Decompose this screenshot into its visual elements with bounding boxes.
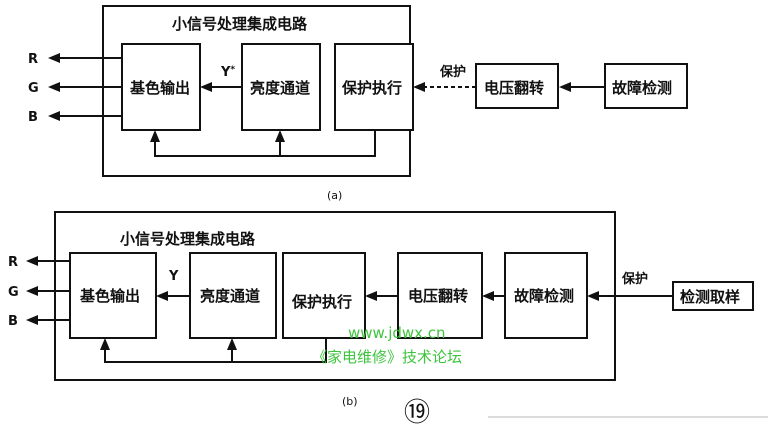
block-base-color-a	[121, 43, 201, 131]
block-base-color-b-label: 基色输出	[79, 287, 140, 305]
fault-to-voltage-arrow-a	[559, 82, 571, 92]
feedback-arrow-a-base	[150, 130, 160, 142]
block-protect-a-label: 保护执行	[341, 79, 402, 97]
diagram-b: 小信号处理集成电路 基色输出 亮度通道 保护执行 电压翻转 故障检测 检测取样 …	[8, 211, 754, 408]
figure-number: ⑲	[404, 398, 430, 428]
block-fault-b	[504, 252, 588, 339]
protect-signal-arrow-a	[413, 82, 425, 92]
feedback-line-b	[104, 338, 327, 363]
signal-y-label-b: Y	[168, 269, 179, 284]
fault-to-voltage-arrow-b	[482, 291, 494, 301]
block-voltage-b-label: 电压翻转	[408, 287, 468, 305]
block-base-color-a-label: 基色输出	[129, 79, 190, 97]
output-r-arrow-b	[26, 256, 38, 266]
output-b-arrow-a	[48, 111, 60, 121]
signal-y-label-a: Y*	[220, 65, 235, 80]
block-sample-b-label: 检测取样	[680, 288, 740, 306]
feedback-arrow-b-base	[100, 338, 110, 350]
diagram-a: 小信号处理集成电路 基色输出 亮度通道 保护执行 电压翻转 故障检测 Y* 保护…	[28, 5, 688, 202]
caption-a: (a)	[327, 189, 342, 202]
ic-title-a: 小信号处理集成电路	[172, 15, 308, 33]
feedback-arrow-a-luma	[275, 130, 285, 142]
block-voltage-a-label: 电压翻转	[484, 79, 544, 97]
block-luma-b	[189, 252, 277, 339]
block-protect-b-label: 保护执行	[291, 293, 352, 311]
protect-signal-arrow-b	[587, 291, 599, 301]
feedback-arrow-b-luma	[227, 338, 237, 350]
output-r-arrow-a	[48, 53, 60, 63]
block-fault-a-label: 故障检测	[612, 79, 672, 97]
signal-y-arrow-b	[156, 291, 168, 301]
watermark-forum: 《家电维修》技术论坛	[312, 348, 462, 366]
protect-signal-label-a: 保护	[439, 64, 466, 80]
output-b-label-b: B	[8, 314, 18, 329]
output-g-label-b: G	[8, 285, 19, 300]
ic-title-b: 小信号处理集成电路	[120, 230, 256, 248]
signal-y-arrow-a	[200, 82, 212, 92]
output-b-label-a: B	[28, 110, 38, 125]
block-base-color-b	[69, 252, 157, 339]
output-b-arrow-b	[26, 315, 38, 325]
output-g-arrow-b	[26, 286, 38, 296]
block-luma-a-label: 亮度通道	[250, 79, 310, 97]
block-voltage-b	[397, 252, 483, 339]
block-fault-b-label: 故障检测	[514, 287, 574, 305]
output-r-label-b: R	[8, 255, 18, 270]
caption-b: (b)	[342, 395, 358, 408]
block-protect-b	[282, 252, 366, 339]
voltage-to-protect-arrow-b	[365, 291, 377, 301]
output-r-label-a: R	[28, 52, 38, 67]
watermark-url: www.jdwx.cn	[348, 324, 446, 342]
feedback-line-a	[154, 130, 376, 157]
output-g-arrow-a	[48, 82, 60, 92]
block-luma-a	[241, 43, 321, 131]
block-luma-b-label: 亮度通道	[200, 287, 260, 305]
block-sample-b	[672, 281, 754, 311]
output-g-label-a: G	[28, 81, 39, 96]
protect-signal-label-b: 保护	[621, 271, 648, 287]
